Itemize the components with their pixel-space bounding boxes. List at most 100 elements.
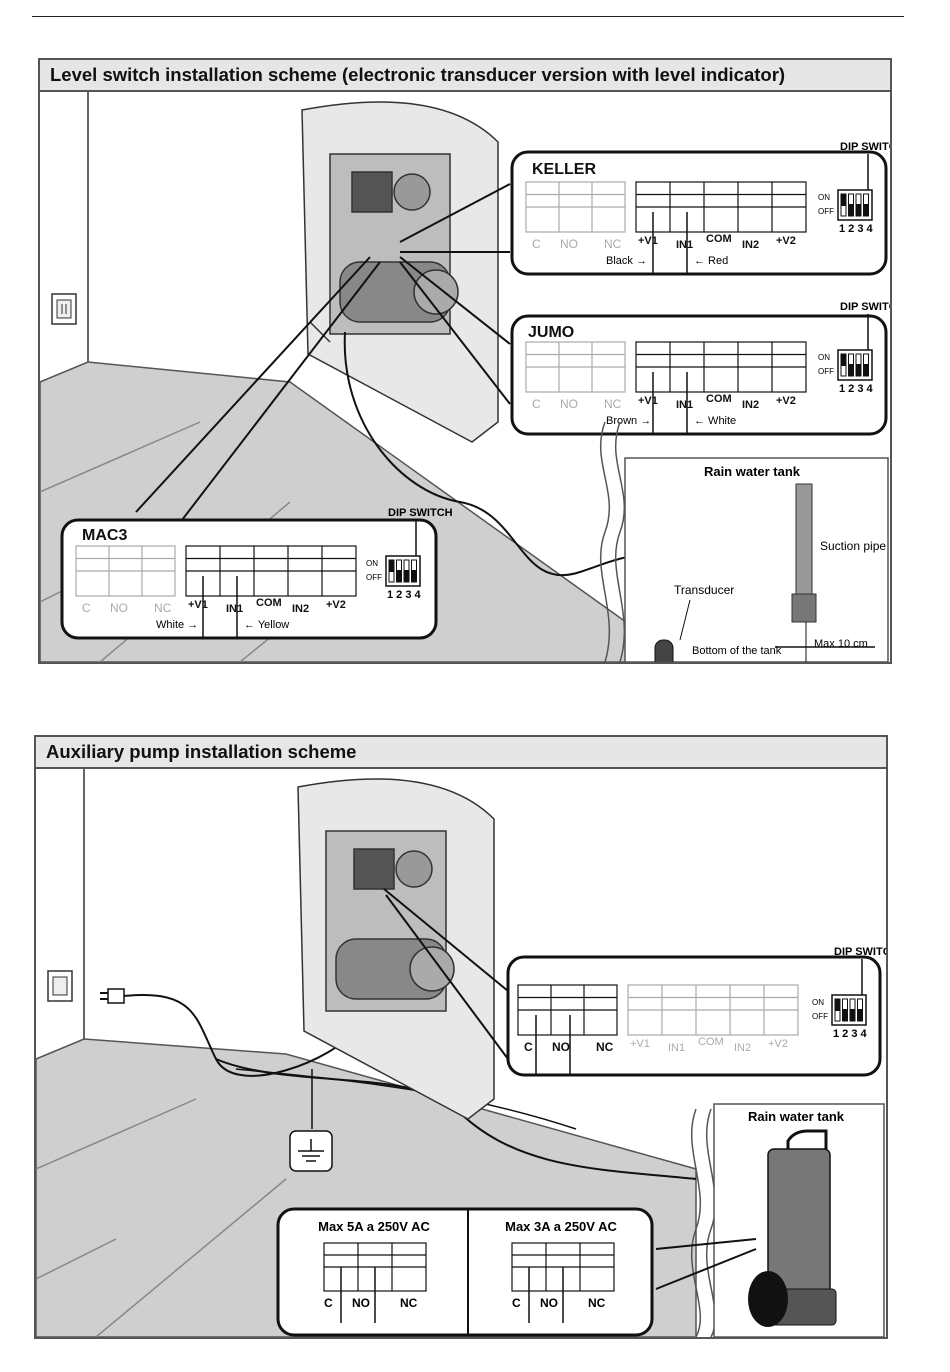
- sensor-terminal-label: +V2: [768, 1038, 788, 1050]
- keller-title: KELLER: [532, 161, 596, 178]
- dip-switch: DIP SWITCH ON OFF 1 2 3 4: [818, 141, 890, 235]
- sensor-terminal-label: COM: [706, 393, 732, 405]
- dip-off-label: OFF: [812, 1012, 828, 1021]
- sensor-terminal-label: +V2: [326, 599, 346, 611]
- transducer-label: Transducer: [674, 583, 734, 597]
- jumo-title: JUMO: [528, 324, 574, 341]
- dip-toggle-knob: [848, 204, 854, 216]
- sensor-terminal-label: IN1: [226, 603, 243, 615]
- relay-terminal-label: C: [524, 1040, 533, 1054]
- dip-switch-label: DIP SWITCH: [834, 946, 886, 958]
- dip-switch-label: DIP SWITCH: [840, 141, 890, 153]
- dip-toggle-knob: [404, 570, 409, 582]
- ground-cable: [235, 1068, 577, 1130]
- dip-toggle-knob: [841, 354, 846, 366]
- sensor-terminal-label: +V1: [630, 1038, 650, 1050]
- sensor-terminal-label: COM: [698, 1036, 724, 1048]
- dip-on-label: ON: [818, 193, 830, 202]
- dip-toggle-knob: [857, 1009, 863, 1021]
- relay-terminal-label: NC: [604, 397, 622, 411]
- dip-off-label: OFF: [366, 573, 382, 582]
- zoom-lines-pump: [655, 1238, 757, 1290]
- dip-numbers: 1 2 3 4: [839, 223, 874, 235]
- sensor-terminal-label: COM: [256, 597, 282, 609]
- relay-terminal-label: C: [532, 237, 541, 251]
- sensor-terminal-label: IN1: [668, 1042, 685, 1054]
- plug-icon: [100, 988, 125, 1004]
- dip-on-label: ON: [366, 559, 378, 568]
- dip-toggle-knob: [835, 999, 840, 1011]
- relay-terminal-grid: [525, 341, 626, 393]
- page-top-rule: [32, 16, 904, 17]
- max-3a-label: Max 3A a 250V AC: [505, 1219, 617, 1234]
- suction-pipe-icon: [795, 483, 813, 595]
- dip-toggle-knob: [411, 570, 417, 582]
- dip-toggle-knob: [863, 204, 869, 216]
- wire-right-label: ← Red: [694, 255, 728, 267]
- max-5a-label: Max 5A a 250V AC: [318, 1219, 430, 1234]
- dip-toggle-knob: [396, 570, 402, 582]
- sensor-terminal-label: IN1: [676, 239, 693, 251]
- dip-off-label: OFF: [818, 367, 834, 376]
- dip-switch: DIP SWITCH ON OFF 1 2 3 4: [818, 301, 890, 395]
- relay-terminal-label: NC: [604, 237, 622, 251]
- sensor-terminal-label: IN2: [734, 1042, 751, 1054]
- wall-socket-icon: [51, 293, 77, 325]
- panel-title: Auxiliary pump installation scheme: [36, 737, 886, 769]
- dip-toggle-knob: [389, 560, 394, 572]
- relay-terminal-label: NC: [588, 1296, 606, 1310]
- relay-terminal-label: NC: [596, 1040, 614, 1054]
- auxiliary-pump-panel: Auxiliary pump installation scheme: [34, 735, 888, 1339]
- ground-symbol-icon: [289, 1130, 333, 1172]
- dip-numbers: 1 2 3 4: [833, 1028, 868, 1040]
- dip-on-label: ON: [818, 353, 830, 362]
- sensor-terminal-grid: [635, 181, 807, 233]
- suction-pipe-label: Suction pipe: [820, 539, 886, 553]
- wire-left-label: Black →: [606, 255, 647, 267]
- sensor-terminal-label: IN2: [742, 239, 759, 251]
- sensor-terminal-grid: [627, 984, 799, 1036]
- dip-on-label: ON: [812, 998, 824, 1007]
- sensor-terminal-label: +V1: [188, 599, 208, 611]
- sensor-terminal-label: +V1: [638, 235, 658, 247]
- tank-title: Rain water tank: [748, 1109, 845, 1124]
- relay-terminal-label: NO: [552, 1040, 570, 1054]
- sensor-terminal-label: COM: [706, 233, 732, 245]
- sensor-terminal-label: IN1: [676, 399, 693, 411]
- relay-terminal-label: NO: [540, 1296, 558, 1310]
- relay-terminal-label: NO: [352, 1296, 370, 1310]
- dip-switch-label: DIP SWITCH: [388, 507, 453, 519]
- tank-title: Rain water tank: [704, 464, 801, 479]
- level-switch-panel: Level switch installation scheme (electr…: [38, 58, 892, 664]
- relay-terminal-label: NO: [560, 237, 578, 251]
- dip-numbers: 1 2 3 4: [839, 383, 874, 395]
- relay-terminal-label: C: [324, 1296, 333, 1310]
- zoom-lines: [383, 888, 509, 1060]
- relay-terminal-label: C: [532, 397, 541, 411]
- sensor-terminal-label: +V2: [776, 235, 796, 247]
- relay-terminal-grid: [75, 545, 176, 597]
- dip-switch: DIP SWITCH ON OFF 1 2 3 4: [812, 946, 886, 1040]
- dip-toggle-knob: [842, 1009, 848, 1021]
- dip-off-label: OFF: [818, 207, 834, 216]
- wire-left-label: Brown →: [606, 415, 651, 427]
- relay-terminal-grid: [525, 181, 626, 233]
- dip-toggle-knob: [848, 364, 854, 376]
- dip-switch-label: DIP SWITCH: [840, 301, 890, 313]
- sensor-terminal-grid: [635, 341, 807, 393]
- tank-inset: Rain water tank Suction pipe Transducer …: [599, 421, 889, 662]
- sensor-terminal-label: +V1: [638, 395, 658, 407]
- terminal-blocks: C NO NC +V1 IN1 COM IN2 +V2 DIP SWITCH ON OFF 1 2 3…: [323, 946, 886, 1323]
- wire-right-label: ← White: [694, 415, 736, 427]
- relay-terminal-label: NO: [110, 601, 128, 615]
- relay-terminal-label: NC: [400, 1296, 418, 1310]
- dip-toggle-knob: [850, 1009, 855, 1021]
- wire-left-label: White →: [156, 619, 198, 631]
- panel-title: Level switch installation scheme (electr…: [40, 60, 890, 92]
- submersible-pump-icon: [748, 1129, 837, 1327]
- zoom-lines: [135, 183, 511, 521]
- sensor-terminal-label: +V2: [776, 395, 796, 407]
